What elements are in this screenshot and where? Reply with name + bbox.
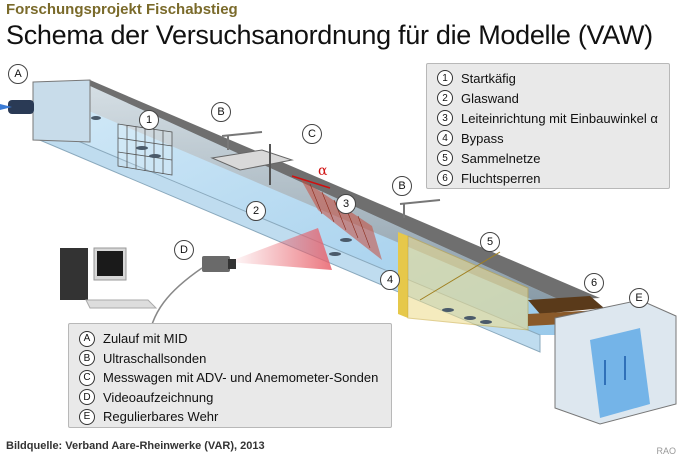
callout-3: 3 <box>336 194 356 214</box>
legend-label: Glaswand <box>461 90 519 106</box>
callout-b-1: B <box>211 102 231 122</box>
legend-item: 1 Startkäfig <box>437 68 669 88</box>
legend-components: 1 Startkäfig 2 Glaswand 3 Leiteinrichtung m… <box>426 63 670 189</box>
legend-number: 2 <box>437 90 453 106</box>
weir-water <box>590 328 650 418</box>
angle-indicator <box>291 175 331 189</box>
legend-label: Videoaufzeichnung <box>103 389 214 405</box>
flow-arrow <box>0 104 12 110</box>
callout-e: E <box>629 288 649 308</box>
escape-barriers <box>528 296 604 314</box>
legend-letter: C <box>79 369 95 386</box>
inlet-pipe <box>8 100 34 114</box>
angle-alpha-label: α <box>318 163 328 179</box>
legend-label: Leiteinrichtung mit Einbauwinkel α <box>461 110 658 126</box>
video-camera <box>202 256 236 272</box>
legend-label: Messwagen mit ADV- und Anemometer-Sonden <box>103 370 379 386</box>
callout-c: C <box>302 124 322 144</box>
legend-equipment: A Zulauf mit MID B Ultraschallsonden C Mess… <box>68 323 392 428</box>
fish-group <box>91 116 492 324</box>
legend-item: 6 Fluchtsperren <box>437 168 669 188</box>
page-title: Schema der Versuchsanordnung für die Mod… <box>6 20 653 50</box>
legend-label: Startkäfig <box>461 70 516 86</box>
laser-beam <box>228 228 332 270</box>
callout-4: 4 <box>380 270 400 290</box>
legend-item: 3 Leiteinrichtung mit Einbauwinkel α <box>437 108 669 128</box>
callout-a: A <box>8 64 28 84</box>
callout-1: 1 <box>139 110 159 130</box>
legend-number: 4 <box>437 130 453 146</box>
bypass <box>398 232 408 318</box>
legend-letter: B <box>79 350 95 367</box>
ultrasonic-probe-2 <box>399 199 441 218</box>
callout-2: 2 <box>246 201 266 221</box>
legend-number: 1 <box>437 70 453 86</box>
legend-label: Zulauf mit MID <box>103 331 188 347</box>
author-signature: RAO <box>656 446 676 456</box>
legend-number: 6 <box>437 170 453 186</box>
measuring-carriage <box>210 149 294 171</box>
channel-far-wall <box>35 80 600 300</box>
legend-item: D Videoaufzeichnung <box>79 388 391 408</box>
legend-item: 4 Bypass <box>437 128 669 148</box>
legend-letter: D <box>79 389 95 406</box>
callout-b-2: B <box>392 176 412 196</box>
legend-number: 5 <box>437 150 453 166</box>
legend-label: Regulierbares Wehr <box>103 409 219 425</box>
ultrasonic-probe-1 <box>221 131 263 150</box>
legend-item: C Messwagen mit ADV- und Anemometer-Sonde… <box>79 368 391 388</box>
guidance-screen <box>300 178 382 260</box>
inlet-box <box>32 79 91 143</box>
legend-item: 2 Glaswand <box>437 88 669 108</box>
legend-label: Fluchtsperren <box>461 170 541 186</box>
legend-letter: A <box>79 330 95 347</box>
legend-item: B Ultraschallsonden <box>79 349 391 369</box>
legend-item: E Regulierbares Wehr <box>79 407 391 427</box>
legend-label: Sammelnetze <box>461 150 541 166</box>
legend-item: A Zulauf mit MID <box>79 329 391 349</box>
callout-5: 5 <box>480 232 500 252</box>
legend-item: 5 Sammelnetze <box>437 148 669 168</box>
collection-nets <box>407 235 529 331</box>
callout-6: 6 <box>584 273 604 293</box>
legend-label: Bypass <box>461 130 504 146</box>
kicker-title: Forschungsprojekt Fischabstieg <box>6 1 238 18</box>
legend-number: 3 <box>437 110 453 126</box>
image-source: Bildquelle: Verband Aare-Rheinwerke (VAR… <box>6 440 265 452</box>
legend-letter: E <box>79 408 95 425</box>
legend-label: Ultraschallsonden <box>103 350 207 366</box>
computer <box>60 247 158 309</box>
callout-d: D <box>174 240 194 260</box>
